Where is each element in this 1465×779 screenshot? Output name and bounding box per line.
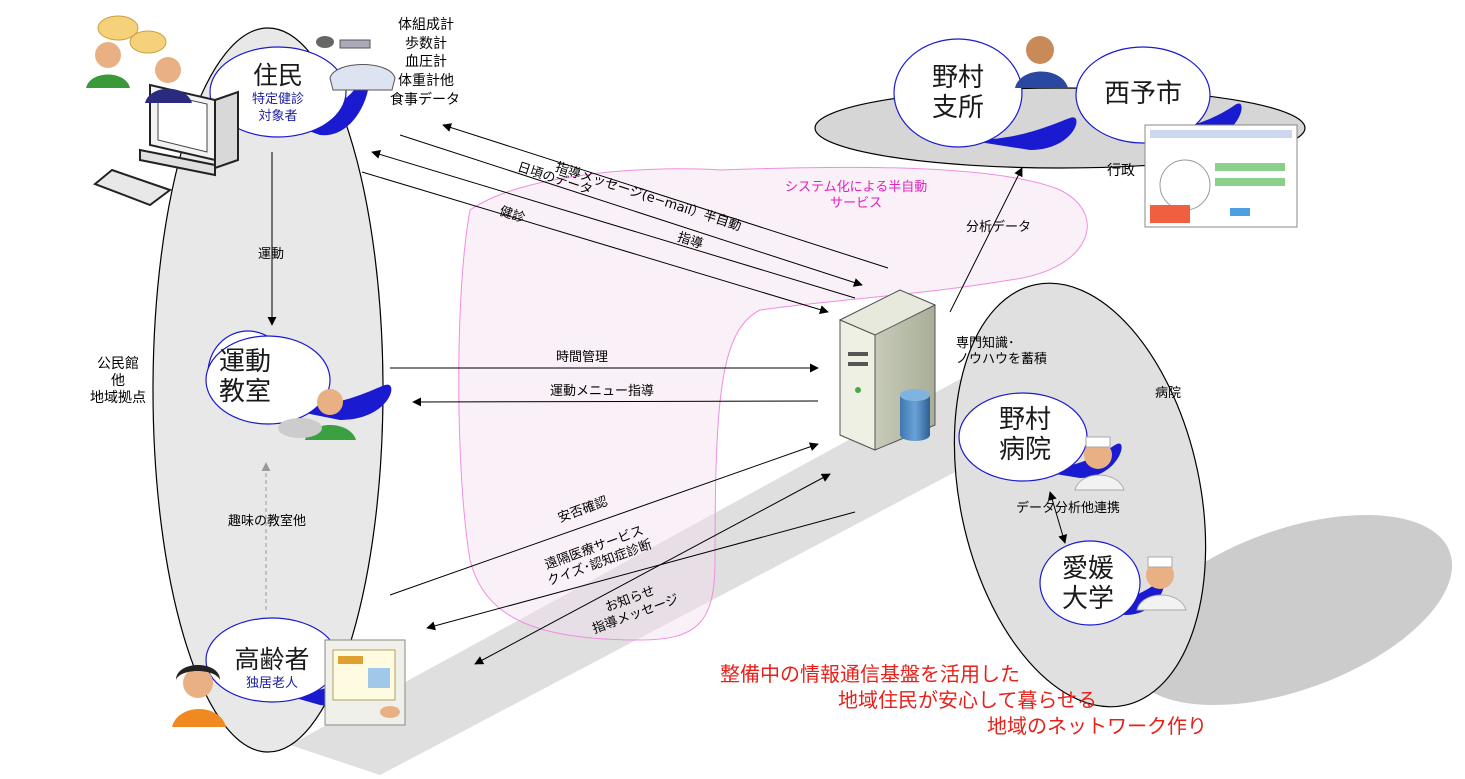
terminal-device-icon — [324, 639, 406, 726]
flow-jikan: 時間管理 — [556, 350, 609, 365]
slogan-line-3: 地域のネットワーク作り — [987, 714, 1207, 738]
elderly-icon — [172, 665, 226, 727]
doctor-icon-2 — [1136, 556, 1187, 611]
hospital-shadow — [1127, 514, 1453, 706]
device-4: 食事データ — [390, 92, 460, 108]
label-nomura-shisho: 野村 支所 — [931, 63, 984, 123]
arrow-quiz — [474, 473, 831, 665]
label-hospital: 病院 — [1155, 386, 1182, 401]
flow-bunseki: 分析データ — [966, 220, 1032, 235]
node-nomura-byouin — [958, 392, 1122, 482]
node-jumin — [209, 46, 369, 138]
doctor-icon-1 — [1074, 436, 1125, 491]
arrow-shidou — [371, 150, 856, 299]
device-0: 体組成計 — [398, 17, 454, 33]
device-3: 体重計他 — [398, 73, 454, 89]
label-koureisha-sub: 独居老人 — [245, 676, 298, 691]
device-2: 血圧計 — [405, 54, 447, 70]
report-document-icon — [1144, 124, 1298, 228]
label-koureisha: 高齢者 — [234, 645, 310, 674]
computer-icon — [93, 83, 239, 207]
instructor-icon — [278, 389, 356, 440]
label-seiyo: 西予市 — [1103, 79, 1182, 109]
flow-undou: 運動 — [258, 247, 285, 262]
arrow-renkei — [1047, 491, 1068, 544]
arrow-undou-menu — [412, 397, 819, 407]
flow-shumi: 趣味の教室他 — [228, 514, 307, 529]
label-undou: 運動 教室 — [218, 347, 271, 407]
scale-device-icon — [316, 36, 396, 91]
label-ehime: 愛媛 大学 — [1061, 554, 1114, 614]
staff-icon — [1015, 36, 1068, 88]
node-nomura-shisho — [893, 38, 1077, 150]
arrow-kenshin — [361, 171, 829, 314]
device-1: 歩数計 — [405, 36, 447, 52]
slogan-line-2: 地域住民が安心して暮らせる — [838, 688, 1097, 712]
server-icon — [838, 289, 937, 451]
flow-renkei: データ分析他連携 — [1016, 501, 1121, 516]
label-jumin-sub: 特定健診 対象者 — [251, 92, 304, 124]
node-undou — [205, 330, 392, 425]
system-label: システム化による半自動 サービス — [785, 180, 928, 211]
node-ehime — [1039, 540, 1165, 626]
server-note: 専門知識･ ノウハウを蓄積 — [956, 336, 1048, 367]
label-nomura-byouin: 野村 病院 — [998, 405, 1051, 465]
label-community: 公民館 他 地域拠点 — [90, 356, 146, 406]
arrow-bunseki — [949, 167, 1023, 313]
arrow-shidou-message — [442, 123, 889, 269]
label-gyosei: 行政 — [1107, 163, 1135, 179]
label-jumin: 住民 — [252, 61, 303, 90]
flow-undou-menu: 運動メニュー指導 — [550, 384, 655, 399]
slogan-line-1: 整備中の情報通信基盤を活用した — [720, 662, 1020, 686]
arrow-higoro — [399, 134, 863, 287]
residents-icon — [86, 15, 192, 103]
